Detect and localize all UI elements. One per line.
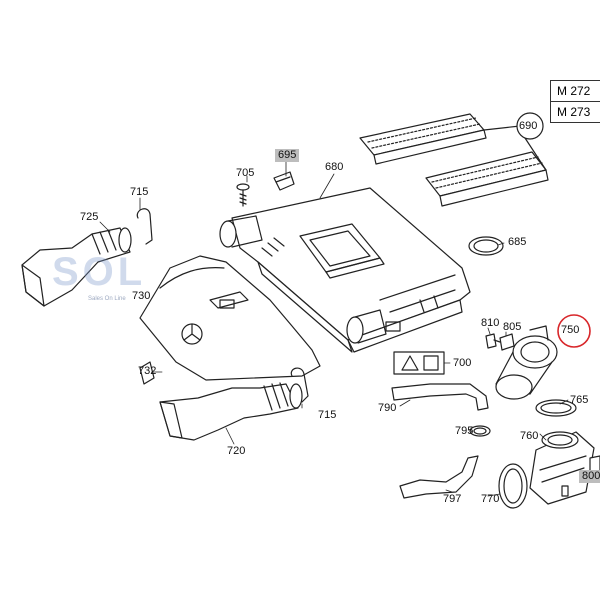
hose-797 <box>399 455 479 499</box>
ring-765 <box>535 399 577 417</box>
sol-logo-subtitle: Sales On Line <box>88 296 126 302</box>
callout-730: 730 <box>132 290 151 302</box>
callout-805: 805 <box>503 321 522 333</box>
callout-685: 685 <box>508 236 527 248</box>
clip-695 <box>273 171 295 191</box>
callout-760: 760 <box>520 430 539 442</box>
intake-duct-720 <box>159 382 303 441</box>
callout-690: 690 <box>519 120 538 132</box>
clamp-795 <box>469 425 491 437</box>
callout-800: 800 <box>579 470 600 483</box>
clamp-715-upper <box>136 208 153 245</box>
screw-705 <box>236 183 250 207</box>
callout-circle-690 <box>516 112 544 140</box>
clamp-715-lower <box>290 367 309 403</box>
leader-lines <box>99 161 569 497</box>
callout-732: 732 <box>138 365 157 377</box>
engine-cover-730 <box>139 255 321 381</box>
callout-700: 700 <box>453 357 472 369</box>
callout-750: 750 <box>561 324 580 336</box>
air-filter-lower <box>425 151 549 207</box>
callout-790: 790 <box>378 402 397 414</box>
sensor-805 <box>493 333 515 351</box>
air-filter-upper <box>359 113 487 165</box>
callout-695: 695 <box>275 149 300 162</box>
sol-logo: SOL <box>52 250 147 294</box>
callout-720: 720 <box>227 445 246 457</box>
part-800 <box>589 455 600 475</box>
callout-797: 797 <box>443 493 462 505</box>
callout-715-upper: 715 <box>130 186 149 198</box>
air-cleaner-housing <box>219 187 471 353</box>
clip-732 <box>139 361 155 385</box>
engine-code-m273: M 273 <box>550 101 600 123</box>
ring-685 <box>468 236 504 256</box>
callout-795: 795 <box>455 425 474 437</box>
callout-725: 725 <box>80 211 99 223</box>
callout-810: 810 <box>481 317 500 329</box>
hose-790 <box>391 383 489 411</box>
housing-760 <box>529 431 595 505</box>
gasket-770 <box>498 463 528 509</box>
callout-770: 770 <box>481 493 500 505</box>
engine-code-m272: M 272 <box>550 80 600 102</box>
intake-duct-725 <box>21 227 132 307</box>
warning-label-700 <box>393 351 445 375</box>
maf-housing-750 <box>495 325 558 400</box>
callout-765: 765 <box>570 394 589 406</box>
callout-705: 705 <box>236 167 255 179</box>
highlight-ring-750 <box>557 314 591 348</box>
callout-680: 680 <box>325 161 344 173</box>
sensor-810 <box>485 333 497 349</box>
callout-715-lower: 715 <box>318 409 337 421</box>
